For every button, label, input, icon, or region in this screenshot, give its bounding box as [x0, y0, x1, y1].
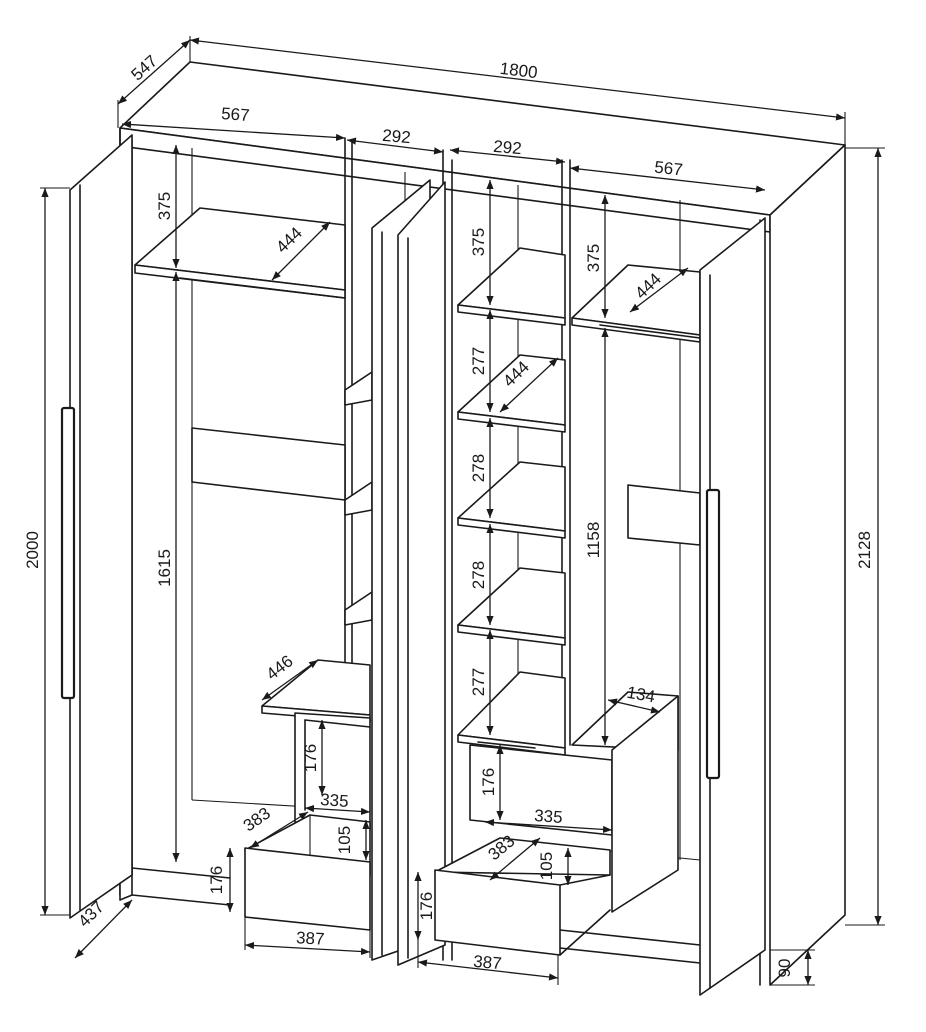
- right-accent-panel: [627, 484, 701, 546]
- label-plinth-height: 90: [775, 959, 794, 978]
- label-right-top-gap: 375: [584, 244, 603, 272]
- center-shelves: [434, 247, 613, 956]
- label-body-height: 2000: [23, 531, 42, 569]
- label-left-width: 567: [221, 104, 251, 125]
- label-left-lower-drawer-height: 176: [207, 866, 226, 894]
- label-depth: 547: [127, 51, 161, 84]
- label-left-drawer-width: 335: [320, 790, 350, 811]
- label-center-shelf-4: 278: [469, 561, 488, 589]
- label-center-shelf-3: 278: [469, 454, 488, 482]
- label-left-hanging: 1615: [155, 549, 174, 587]
- label-total-width: 1800: [499, 59, 539, 82]
- label-right-cabinet-depth: 134: [625, 683, 656, 707]
- right-door-panel: [699, 217, 766, 996]
- label-left-drawer-depth: 383: [240, 804, 274, 836]
- label-left-drawer-height: 176: [301, 744, 320, 772]
- left-door-handle: [60, 406, 76, 700]
- label-total-height: 2128: [855, 531, 874, 569]
- left-outer-door: [60, 134, 133, 919]
- right-drawer-box: [434, 837, 611, 876]
- label-center-left-width: 292: [382, 126, 412, 147]
- center-right-door: [397, 181, 446, 966]
- label-right-lower-drawer-height: 176: [417, 892, 436, 920]
- right-outer-door: [699, 217, 766, 996]
- left-hanging-rail: [179, 277, 346, 299]
- label-right-width: 567: [653, 158, 683, 180]
- label-center-shelf-2: 277: [469, 347, 488, 375]
- right-cabinet-side: [611, 695, 679, 913]
- label-center-shelf-1: 375: [469, 228, 488, 256]
- left-accent-panel: [191, 427, 346, 501]
- right-drawer-front: [434, 869, 561, 956]
- right-door-handle: [705, 488, 721, 780]
- right-hanging-rail: [599, 324, 701, 339]
- label-center-right-width: 292: [493, 137, 523, 158]
- label-left-drawer-front: 387: [296, 928, 325, 948]
- label-right-drawer-width: 335: [534, 806, 564, 827]
- right-side-panel: [769, 144, 846, 986]
- label-left-drawer-inner-height: 105: [335, 826, 354, 854]
- label-right-hanging: 1158: [584, 522, 603, 559]
- dimension-lines: [40, 36, 885, 986]
- left-compartment: [134, 207, 373, 931]
- label-right-drawer-inner-height: 105: [537, 852, 556, 880]
- label-center-shelf-5: 277: [469, 668, 488, 696]
- label-right-drawer-front: 387: [473, 952, 503, 973]
- label-right-drawer-height: 176: [479, 768, 498, 796]
- left-drawer-front: [244, 847, 371, 931]
- center-doors: [371, 179, 446, 966]
- label-left-top-gap: 375: [155, 192, 174, 220]
